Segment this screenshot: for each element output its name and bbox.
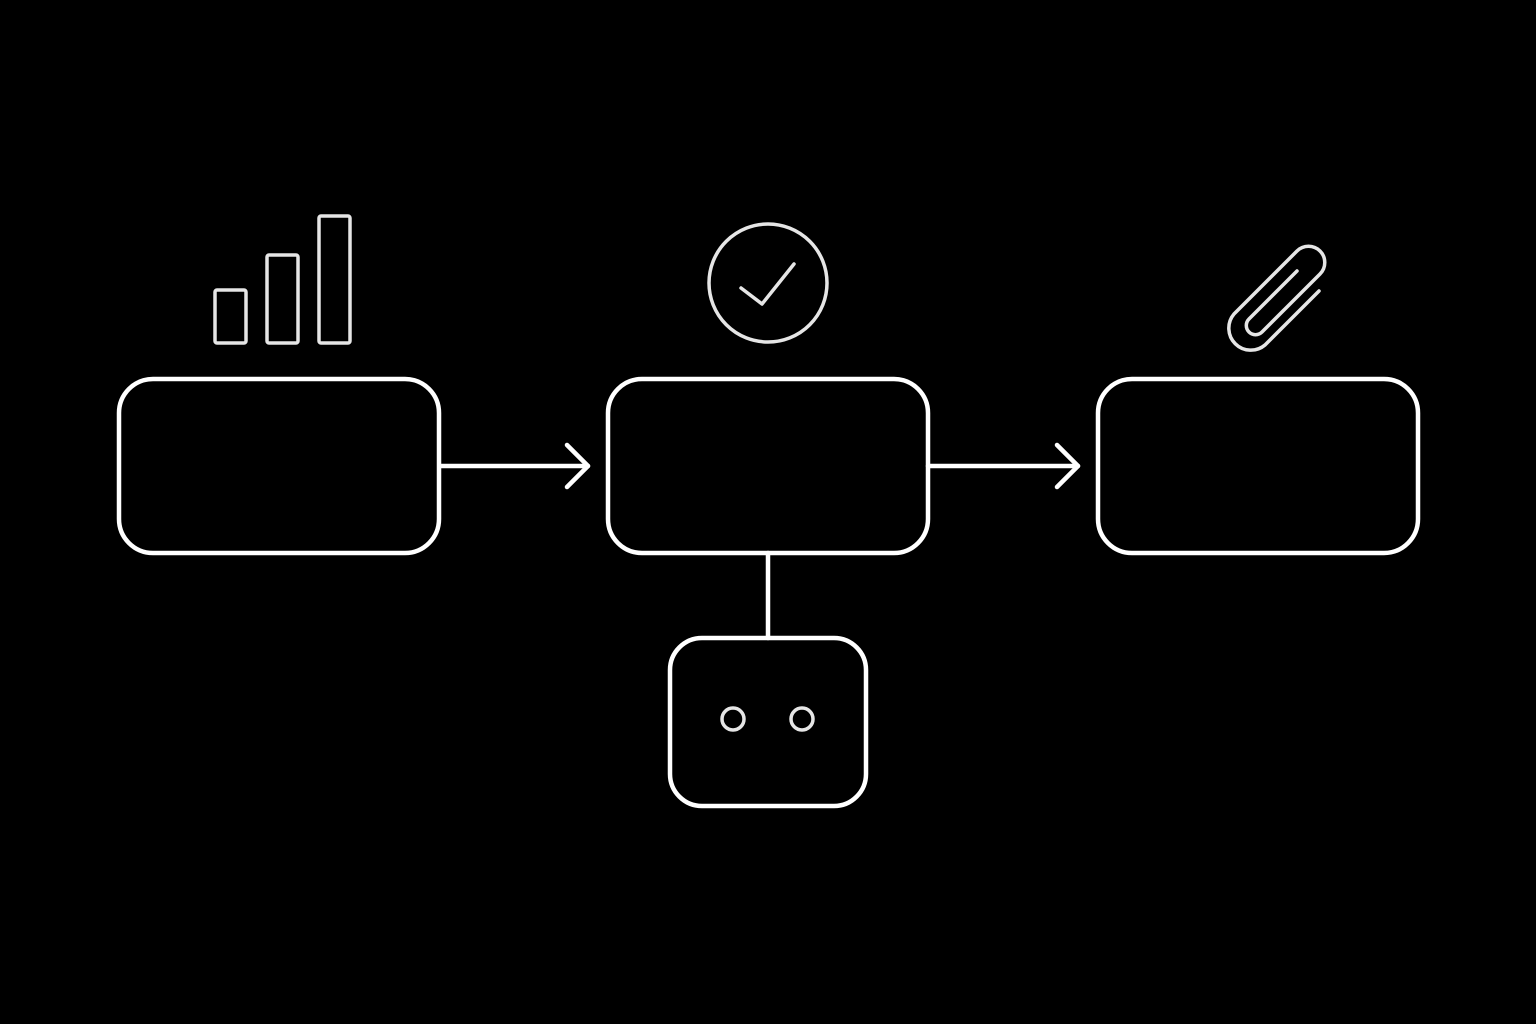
node-2-box (605, 376, 931, 556)
arrowhead (1054, 442, 1081, 490)
edge-node-1-to-node-2 (437, 442, 591, 490)
dot-left (720, 706, 746, 732)
node-4-box (667, 635, 869, 809)
dot-right (789, 706, 815, 732)
node-2 (605, 376, 931, 556)
node-3 (1095, 376, 1421, 556)
two-dots-icon (720, 706, 815, 732)
node-3-box (1095, 376, 1421, 556)
check-circle-icon (707, 222, 829, 344)
arrowhead (564, 442, 591, 490)
edge-node-2-to-node-3 (925, 442, 1081, 490)
paperclip-icon (1227, 244, 1327, 352)
bar-chart-icon (213, 214, 352, 345)
node-1-box (116, 376, 442, 556)
node-4 (667, 635, 869, 809)
node-1 (116, 376, 442, 556)
